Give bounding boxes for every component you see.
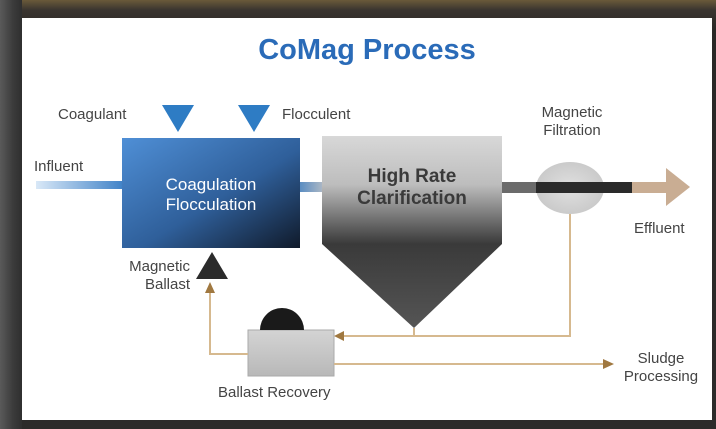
influent-label: Influent xyxy=(34,158,84,175)
transfer-pipe xyxy=(300,182,322,192)
effluent-label: Effluent xyxy=(634,220,685,237)
ballast-recovery-label: Ballast Recovery xyxy=(218,384,331,401)
coagulation-label: Coagulation Flocculation xyxy=(165,175,257,214)
effluent-arrow-icon xyxy=(666,168,690,206)
flocculent-label: Flocculent xyxy=(282,106,351,123)
diagram-panel: CoMag Process xyxy=(22,18,712,420)
clarifier-cone xyxy=(322,244,502,328)
sludge-processing-label: Sludge Processing xyxy=(623,350,699,385)
magnetic-filtration-label: Magnetic Filtration xyxy=(541,104,603,139)
sludge-arrow-icon xyxy=(603,359,614,369)
coagulation-flocculation-tank xyxy=(122,138,300,248)
magnetic-ballast-label: Magnetic Ballast xyxy=(129,258,190,293)
left-edge xyxy=(0,0,22,429)
magnetic-ballast-icon xyxy=(196,252,228,279)
clarification-label: High Rate Clarification xyxy=(357,166,467,209)
coagulant-label: Coagulant xyxy=(58,106,127,123)
flocculent-arrow-icon xyxy=(238,105,270,132)
ballast-return-line xyxy=(209,290,248,355)
influent-pipe xyxy=(36,181,126,189)
ballast-recovery-unit xyxy=(247,329,335,377)
effluent-pipe xyxy=(632,182,670,193)
clarifier-tank xyxy=(322,136,502,244)
process-diagram xyxy=(36,105,690,377)
diagram-title: CoMag Process xyxy=(258,34,476,66)
coagulant-arrow-icon xyxy=(162,105,194,132)
magnet-drum-icon xyxy=(260,308,304,330)
